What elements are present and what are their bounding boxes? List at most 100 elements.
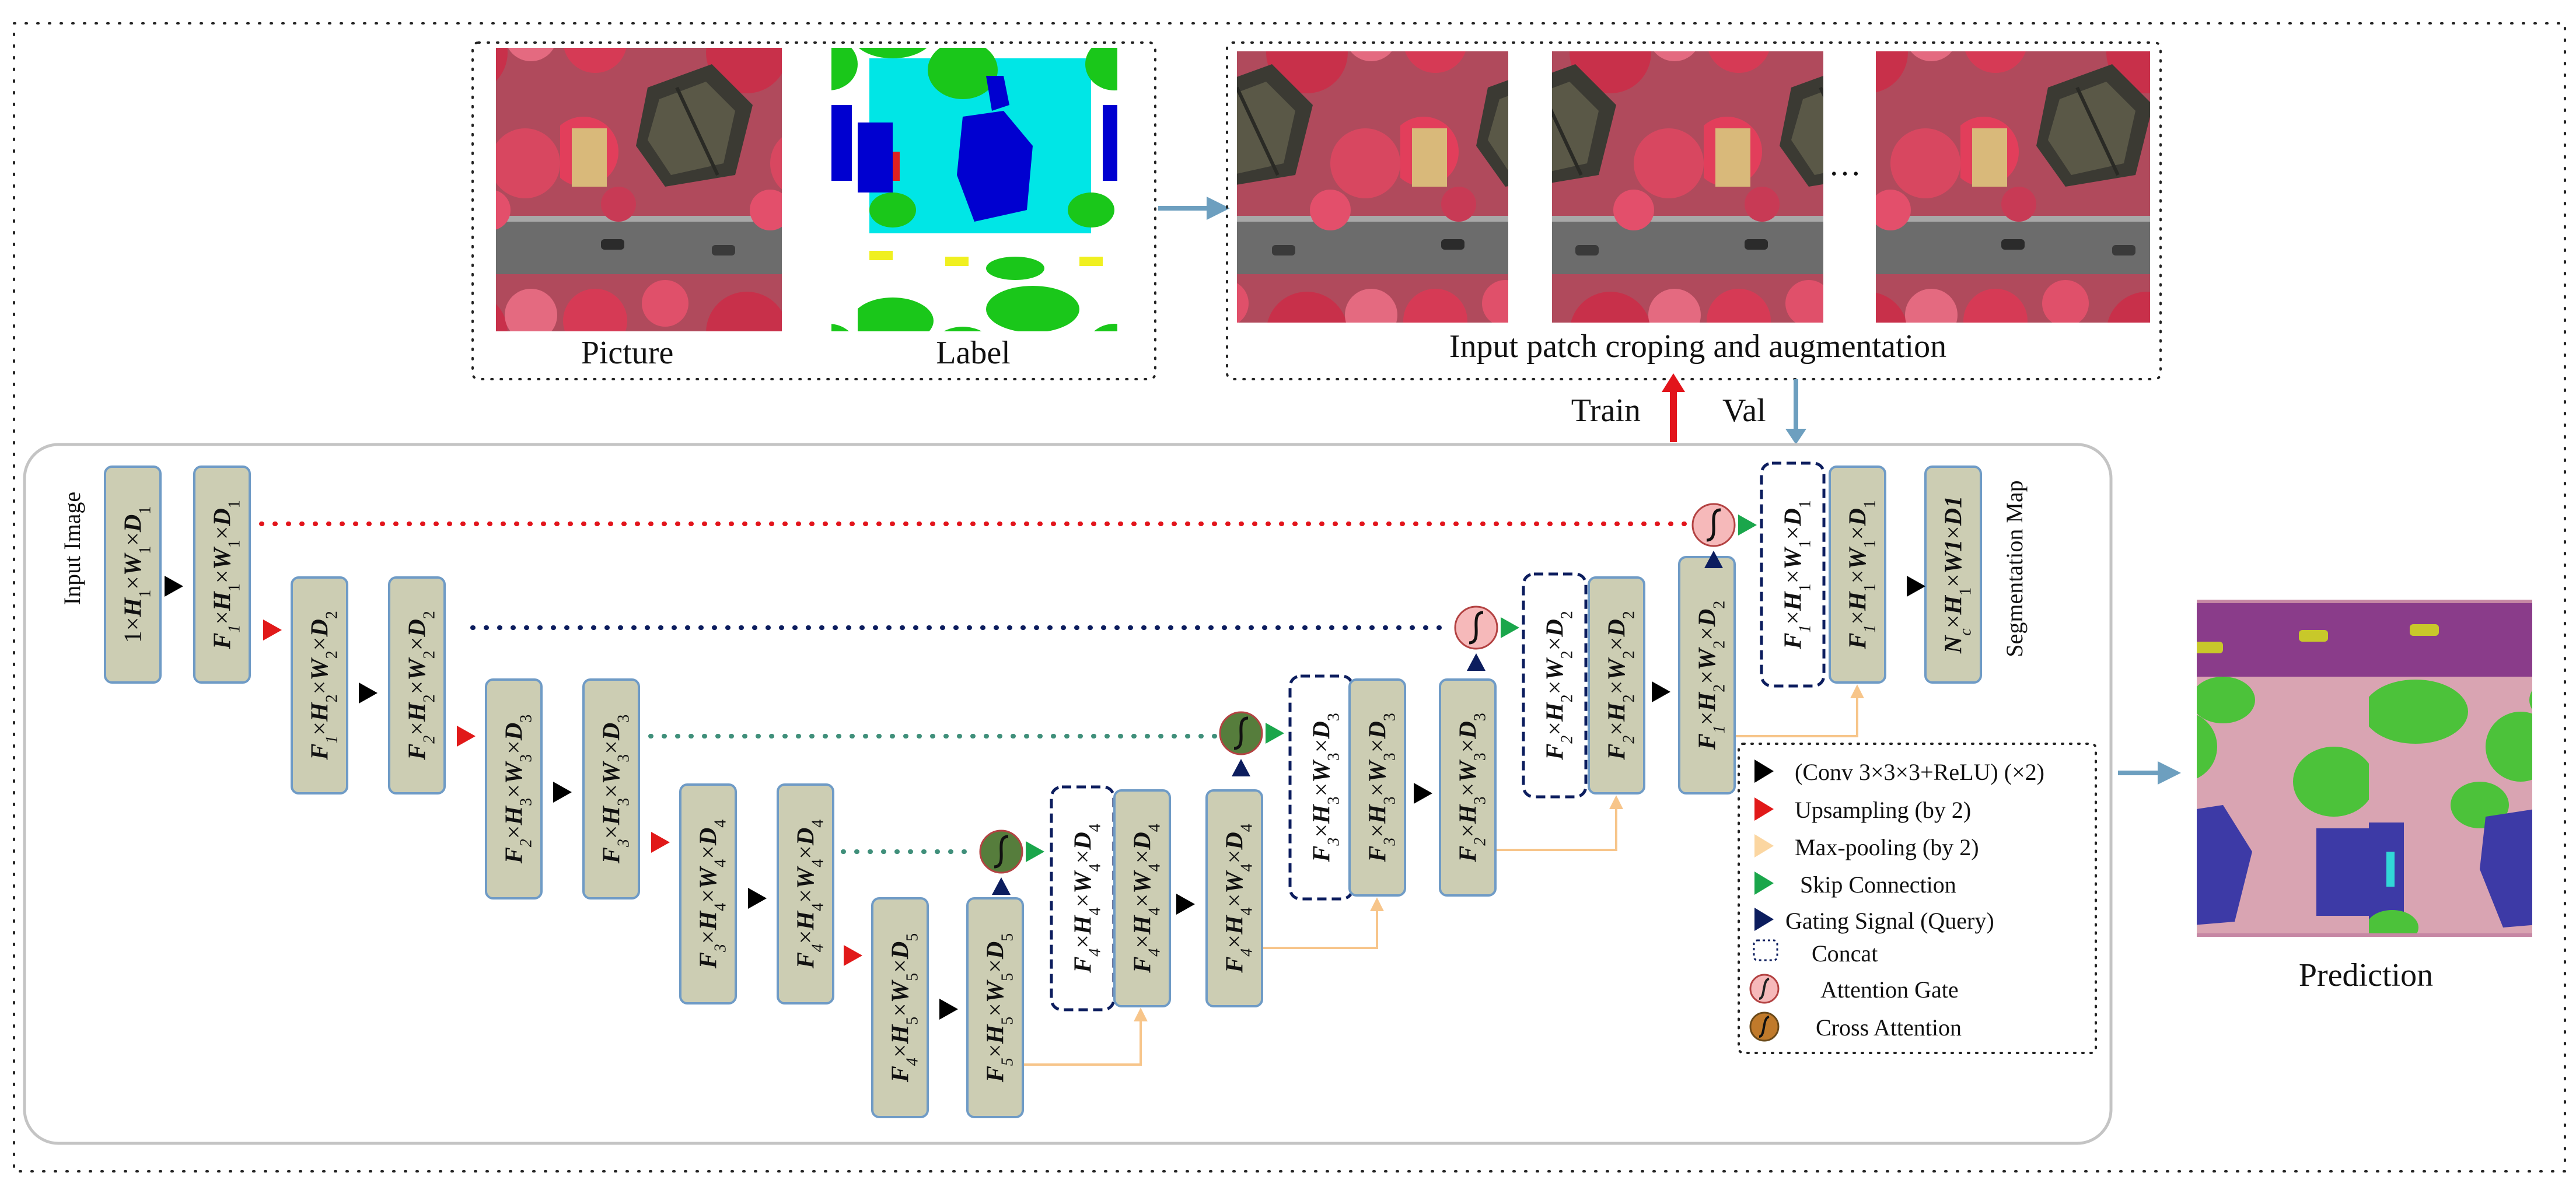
patch-caption: Input patch croping and augmentation bbox=[1449, 328, 1946, 365]
block-label-out: Nc×H1×W1×D1 bbox=[1941, 496, 1975, 654]
feature-block-out: Nc×H1×W1×D1 bbox=[1924, 466, 1982, 684]
concat-block-d4c: F4×H4×W4×D4 bbox=[1050, 785, 1116, 1012]
feature-block-e2a: F1×H2×W2×D2 bbox=[291, 576, 348, 794]
input-data-panel: Picture Label bbox=[471, 41, 1156, 380]
feature-block-b1: F4×H5×W5×D5 bbox=[871, 897, 929, 1118]
train-arrowhead bbox=[1662, 373, 1685, 392]
conv-arrow-8 bbox=[1652, 681, 1670, 702]
gating-arrow-3 bbox=[1467, 653, 1486, 671]
feature-block-e3b: F3×H3×W3×D3 bbox=[582, 678, 640, 900]
block-label-d2a: F2×H2×W2×D2 bbox=[1604, 611, 1638, 760]
block-label-e3b: F3×H3×W3×D3 bbox=[599, 715, 633, 864]
upsample-path-3 bbox=[1497, 795, 1623, 851]
network-panel bbox=[23, 443, 2113, 1145]
upsampling-arrow-3 bbox=[651, 832, 670, 853]
gating-arrow-4 bbox=[1704, 551, 1723, 568]
block-label-d2b: F1×H2×W2×D2 bbox=[1694, 601, 1729, 750]
skip-arrow-1 bbox=[1026, 841, 1044, 862]
block-label-d1a: F1×H1×W1×D1 bbox=[1845, 500, 1879, 649]
block-label-d3b: F2×H3×W3×D3 bbox=[1455, 713, 1490, 862]
arrow-markers bbox=[165, 503, 1925, 1020]
patch-image-1 bbox=[1237, 51, 1508, 323]
upsample-path-1 bbox=[1024, 1007, 1148, 1066]
upsample-path-4 bbox=[1736, 684, 1864, 737]
skip-arrow-2 bbox=[1266, 723, 1284, 744]
block-label-e2a: F1×H2×W2×D2 bbox=[307, 611, 341, 760]
upsampling-arrow-2 bbox=[457, 726, 476, 747]
patch-panel: … Input patch croping and augmentation bbox=[1226, 41, 2162, 380]
block-label-e2b: F2×H2×W2×D2 bbox=[404, 611, 439, 760]
prediction-caption: Prediction bbox=[2299, 957, 2433, 993]
block-label-d4a: F4×H4×W4×D4 bbox=[1130, 824, 1164, 973]
feature-block-d4b: F4×H4×W4×D4 bbox=[1205, 789, 1263, 1007]
conv-arrow-3 bbox=[553, 782, 572, 803]
skip-arrow-3 bbox=[1501, 617, 1519, 638]
label-caption: Label bbox=[936, 335, 1010, 371]
concat-block-d3c: F3×H3×W3×D3 bbox=[1288, 674, 1354, 901]
block-label-e4b: F4×H4×W4×D4 bbox=[793, 820, 827, 969]
upsampling-arrow-4 bbox=[844, 945, 862, 966]
legend-cross-attention: Cross Attention bbox=[1816, 1014, 1962, 1041]
gating-arrow-2 bbox=[1232, 759, 1250, 776]
attention-gate-icon-3 bbox=[1454, 606, 1498, 650]
block-label-e4a: F3×H4×W4×D4 bbox=[695, 820, 730, 969]
block-label-e1: F1×H1×W1×D1 bbox=[209, 500, 244, 649]
conv-arrow-6 bbox=[1176, 894, 1195, 915]
block-label-d3a: F3×H3×W3×D3 bbox=[1365, 713, 1399, 862]
skip-legend-marker bbox=[1754, 872, 1774, 895]
upsampling-arrow-1 bbox=[263, 620, 282, 640]
concat-legend-marker bbox=[1753, 939, 1778, 961]
feature-block-e4a: F3×H4×W4×D4 bbox=[679, 783, 737, 1005]
feature-block-d4a: F4×H4×W4×D4 bbox=[1113, 789, 1171, 1007]
legend-upsampling: Upsampling (by 2) bbox=[1795, 797, 1971, 823]
train-label: Train bbox=[1571, 393, 1641, 429]
legend-conv: (Conv 3×3×3+ReLU) (×2) bbox=[1795, 759, 2044, 785]
picture-caption: Picture bbox=[581, 335, 674, 371]
patch-image-3 bbox=[1876, 51, 2150, 323]
upsampling-legend-marker bbox=[1754, 797, 1774, 821]
legend-gating: Gating Signal (Query) bbox=[1785, 908, 1994, 934]
block-label-d4c: F4×H4×W4×D4 bbox=[1070, 824, 1105, 973]
attention-gate-icon-4 bbox=[1691, 503, 1736, 547]
legend-concat: Concat bbox=[1812, 940, 1878, 967]
block-label-d3c: F3×H3×W3×D3 bbox=[1309, 713, 1343, 862]
concat-block-d2c: F2×H2×W2×D2 bbox=[1522, 572, 1588, 799]
val-label: Val bbox=[1722, 393, 1766, 429]
conv-arrow-5 bbox=[939, 999, 958, 1020]
legend-skip: Skip Connection bbox=[1800, 872, 1956, 898]
feature-block-d1a: F1×H1×W1×D1 bbox=[1829, 466, 1886, 684]
label-image bbox=[831, 48, 1117, 331]
gating-legend-marker bbox=[1754, 908, 1774, 931]
conv-arrow-7 bbox=[1414, 783, 1432, 804]
conv-arrow-1 bbox=[165, 576, 183, 597]
gating-arrow-1 bbox=[992, 877, 1011, 895]
segmentation-map-label: Segmentation Map bbox=[2001, 480, 2028, 657]
feature-block-d2b: F1×H2×W2×D2 bbox=[1678, 556, 1736, 794]
cross-attention-icon-2 bbox=[1219, 711, 1263, 755]
patch-ellipsis: … bbox=[1829, 146, 1861, 183]
feature-block-e2b: F2×H2×W2×D2 bbox=[388, 576, 446, 794]
skip-arrow-4 bbox=[1738, 514, 1757, 536]
val-arrowhead bbox=[1785, 429, 1806, 444]
feature-block-d3a: F3×H3×W3×D3 bbox=[1348, 678, 1406, 897]
input-image-label: Input Image bbox=[59, 492, 85, 605]
feature-block-e1: F1×H1×W1×D1 bbox=[193, 466, 251, 684]
upsample-path-2 bbox=[1263, 897, 1384, 949]
block-label-d4b: F4×H4×W4×D4 bbox=[1222, 824, 1256, 973]
block-label-e3a: F2×H3×W3×D3 bbox=[501, 715, 536, 864]
feature-block-in: 1×H1×W1×D1 bbox=[104, 466, 162, 684]
block-label-in: 1×H1×W1×D1 bbox=[120, 506, 155, 643]
feature-block-e4b: F4×H4×W4×D4 bbox=[777, 783, 834, 1005]
legend: (Conv 3×3×3+ReLU) (×2) Upsampling (by 2)… bbox=[1738, 743, 2097, 1054]
picture-image bbox=[496, 48, 782, 331]
conv-arrow-2 bbox=[359, 682, 378, 704]
feature-block-d3b: F2×H3×W3×D3 bbox=[1439, 678, 1497, 897]
prediction-image bbox=[2197, 600, 2532, 937]
block-label-d2c: F2×H2×W2×D2 bbox=[1542, 611, 1577, 760]
feature-block-b2: F5×H5×W5×D5 bbox=[966, 897, 1024, 1118]
legend-maxpool: Max-pooling (by 2) bbox=[1795, 834, 1979, 860]
block-label-b2: F5×H5×W5×D5 bbox=[983, 933, 1017, 1083]
